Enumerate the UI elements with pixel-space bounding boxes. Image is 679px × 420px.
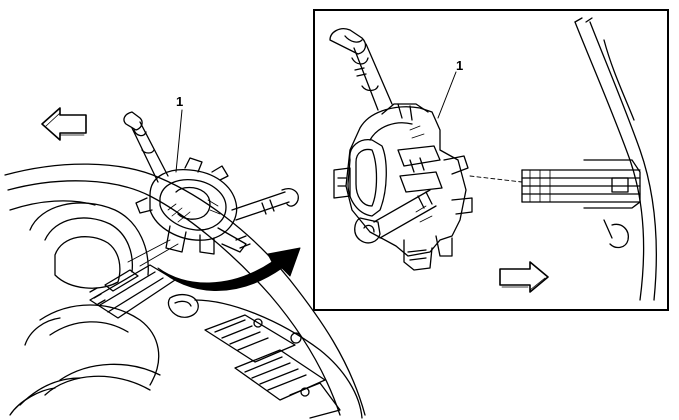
direction-arrow-right-icon	[499, 261, 549, 293]
multifunction-switch-enlarged	[329, 28, 473, 271]
callout-leader-inset	[437, 71, 457, 119]
multifunction-switch-assembly	[123, 111, 299, 267]
instrument-panel	[4, 163, 366, 419]
steering-column	[469, 17, 657, 301]
callout-label-inset: 1	[456, 58, 463, 73]
callout-label-main: 1	[176, 94, 183, 109]
transition-arrow-icon	[157, 247, 301, 291]
main-view	[4, 107, 366, 419]
direction-arrow-left-icon	[41, 107, 87, 141]
inset-view	[313, 9, 669, 311]
callout-leader-main	[175, 109, 183, 173]
